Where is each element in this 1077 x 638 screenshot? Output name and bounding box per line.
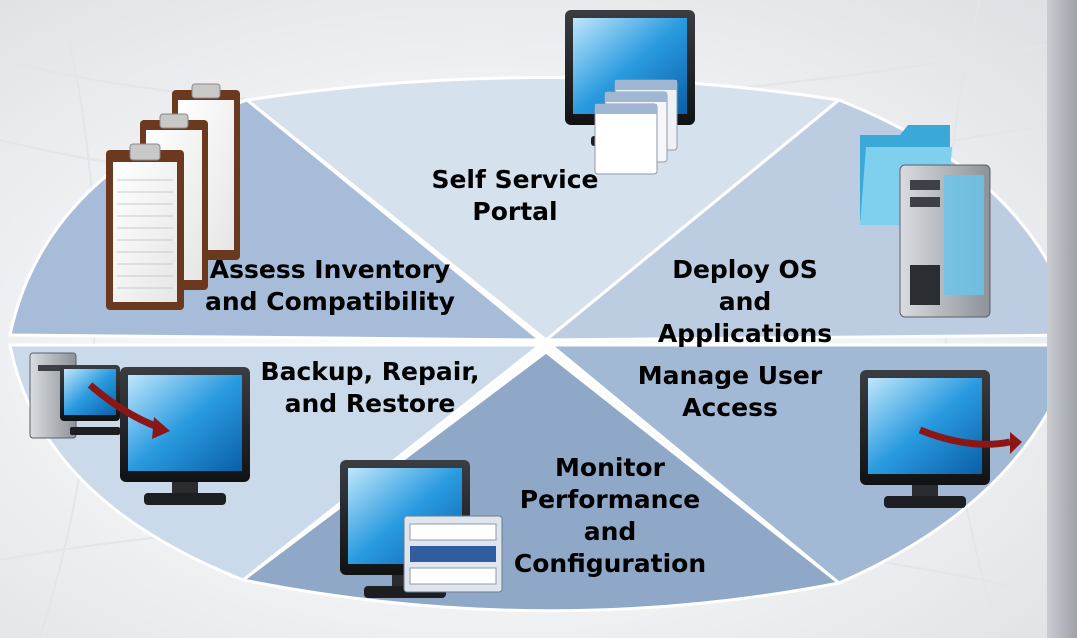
monitor-dashboard-icon <box>340 460 503 598</box>
label-assess-inventory: Assess Inventory and Compatibility <box>205 255 455 316</box>
label-manage-user-access: Manage User Access <box>637 361 823 422</box>
monitor-windows-icon <box>565 10 695 175</box>
label-monitor-performance: Monitor Performance and Configuration <box>513 453 707 578</box>
right-edge-bar <box>1047 0 1077 638</box>
label-backup-repair-restore: Backup, Repair, and Restore <box>260 357 480 418</box>
monitor-arrow-out-icon <box>860 370 1022 508</box>
computer-transfer-icon <box>29 352 250 505</box>
clipboards-icon <box>106 83 240 310</box>
label-self-service-portal: Self Service Portal <box>431 165 599 226</box>
label-deploy-os: Deploy OS and Applications <box>657 255 833 348</box>
folder-server-icon <box>860 125 991 318</box>
